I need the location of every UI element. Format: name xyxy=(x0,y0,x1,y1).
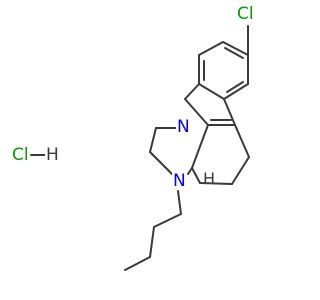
bond xyxy=(124,256,151,271)
bond xyxy=(184,83,200,100)
bond xyxy=(149,226,155,258)
bond xyxy=(198,83,225,100)
chlorine-label: Cl xyxy=(236,4,255,24)
salt-chlorine-label: Cl xyxy=(11,145,30,165)
bond xyxy=(224,47,244,59)
bond xyxy=(177,190,182,215)
bond xyxy=(226,81,244,93)
bond xyxy=(149,151,173,175)
bond xyxy=(149,127,157,153)
bond-skeleton xyxy=(30,25,250,271)
bond xyxy=(223,83,249,100)
bond xyxy=(191,167,201,184)
ring-fusion-hydrogen-label: H xyxy=(203,169,216,188)
bond xyxy=(234,124,250,158)
bond xyxy=(223,98,236,126)
bond xyxy=(191,124,209,169)
bond xyxy=(198,41,224,56)
amine-nitrogen-label: N xyxy=(172,171,187,191)
bond xyxy=(187,167,193,175)
indole-nitrogen-label: N xyxy=(176,117,191,137)
bond xyxy=(222,41,249,56)
bond xyxy=(231,156,250,185)
bond xyxy=(199,182,233,185)
salt-hydrogen-label: H xyxy=(45,145,60,165)
bond xyxy=(184,98,209,126)
bond xyxy=(153,213,182,228)
